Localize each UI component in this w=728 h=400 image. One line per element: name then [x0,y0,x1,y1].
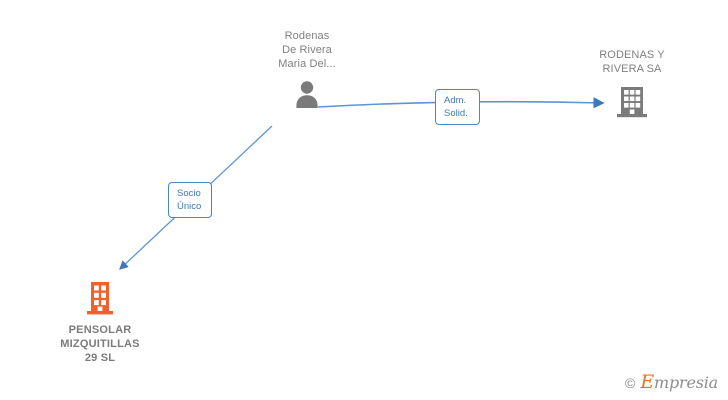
node-company-gray[interactable]: RODENAS Y RIVERA SA [557,48,707,118]
building-icon [87,282,113,315]
copyright-icon: © [625,374,636,391]
edge-label-socio-unico[interactable]: Socio Único [168,182,212,218]
edge-label-adm-solid[interactable]: Adm. Solid. [435,89,480,125]
node-company-gray-label: RODENAS Y RIVERA SA [599,49,665,75]
brand-name: mpresia [654,373,718,392]
watermark: © Empresia [625,371,718,393]
node-company-orange-label: PENSOLAR MIZQUITILLAS 29 SL [60,324,140,364]
brand-initial: E [640,371,654,393]
brand-logo: Empresia [640,371,718,393]
building-icon [617,87,647,118]
person-icon [296,81,318,108]
node-person[interactable]: Rodenas De Rivera Maria Del... [232,29,382,109]
node-company-orange[interactable]: PENSOLAR MIZQUITILLAS 29 SL [30,281,170,365]
node-person-label: Rodenas De Rivera Maria Del... [278,30,336,70]
